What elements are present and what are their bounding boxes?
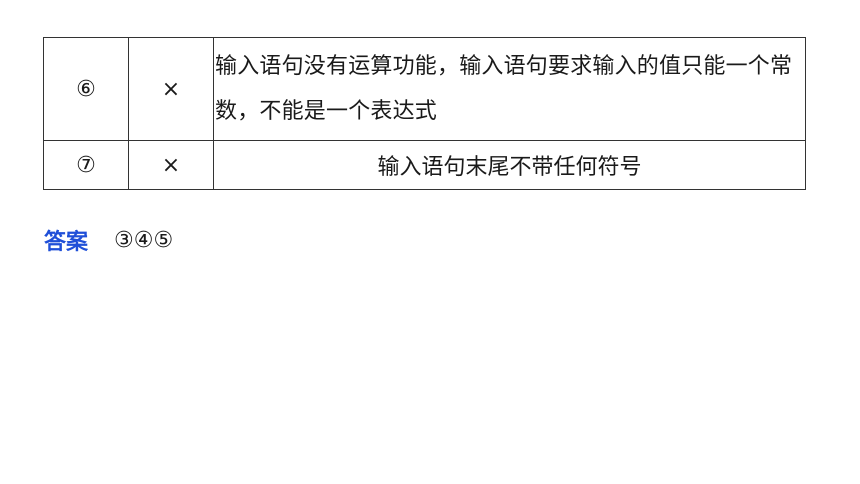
reason-text: 输入语句没有运算功能，输入语句要求输入的值只能一个常数，不能是一个表达式: [215, 54, 793, 124]
reason-cell: 输入语句末尾不带任何符号: [213, 140, 806, 190]
reason-cell: 输入语句没有运算功能，输入语句要求输入的值只能一个常数，不能是一个表达式: [213, 37, 806, 141]
judgment-table: ⑥ × 输入语句没有运算功能，输入语句要求输入的值只能一个常数，不能是一个表达式…: [43, 37, 806, 190]
item-number: ⑥: [43, 37, 129, 141]
item-number: ⑦: [43, 140, 129, 190]
answer-line: 答案 ③④⑤: [44, 223, 173, 257]
reason-text: 输入语句末尾不带任何符号: [377, 155, 642, 180]
table-row: ⑥ × 输入语句没有运算功能，输入语句要求输入的值只能一个常数，不能是一个表达式: [43, 37, 806, 141]
table-row: ⑦ × 输入语句末尾不带任何符号: [43, 140, 806, 190]
wrong-mark: ×: [128, 140, 214, 190]
answer-value: ③④⑤: [114, 227, 174, 253]
answer-label: 答案: [44, 230, 89, 255]
wrong-mark: ×: [128, 37, 214, 141]
